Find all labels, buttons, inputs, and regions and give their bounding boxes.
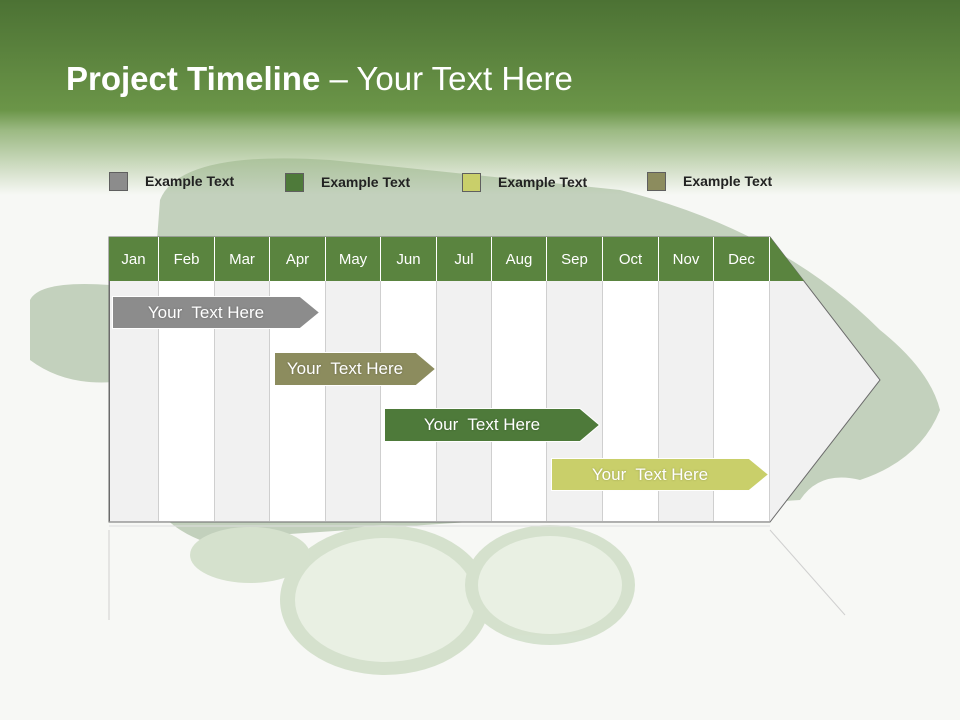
legend-item-1: Example Text [109, 170, 234, 192]
legend-label-4: Example Text [683, 173, 773, 189]
legend-label-1: Example Text [145, 173, 235, 189]
page-title: Project Timeline – Your Text Here [66, 60, 573, 98]
month-header-apr: Apr [270, 237, 326, 281]
month-header-dec: Dec [714, 237, 770, 281]
task-label-3: Your Text Here [423, 415, 541, 434]
task-arrow-4: Your Text Here [551, 458, 769, 491]
legend-swatch-2 [285, 172, 304, 192]
legend: Example Text Example Text Example Text E… [0, 170, 960, 194]
month-column-jun [381, 281, 437, 521]
legend-swatch-1 [109, 171, 128, 191]
header-band [0, 0, 960, 200]
legend-item-3: Example Text [462, 171, 587, 193]
task-label-2: Your Text Here [286, 359, 404, 378]
task-arrow-3: Your Text Here [384, 408, 600, 442]
month-header-nov: Nov [659, 237, 714, 281]
task-label-1: Your Text Here [147, 302, 265, 322]
month-header-feb: Feb [159, 237, 215, 281]
month-header-aug: Aug [492, 237, 547, 281]
month-header-oct: Oct [603, 237, 659, 281]
task-arrow-1: Your Text Here [112, 296, 320, 329]
task-label-4: Your Text Here [591, 464, 709, 484]
legend-item-4: Example Text [647, 170, 772, 192]
legend-swatch-4 [647, 171, 666, 191]
month-header-jun: Jun [381, 237, 437, 281]
legend-label-2: Example Text [321, 174, 411, 190]
month-column-aug [492, 281, 547, 521]
month-column-may [326, 281, 381, 521]
legend-label-3: Example Text [498, 174, 588, 190]
month-header-mar: Mar [215, 237, 270, 281]
task-arrow-2: Your Text Here [274, 352, 436, 386]
legend-swatch-3 [462, 172, 481, 192]
title-rest: – Your Text Here [320, 60, 573, 97]
month-header-jan: Jan [109, 237, 159, 281]
month-column-jul [437, 281, 492, 521]
month-header-sep: Sep [547, 237, 603, 281]
title-bold: Project Timeline [66, 60, 321, 97]
month-header-jul: Jul [437, 237, 492, 281]
legend-item-2: Example Text [285, 171, 410, 193]
month-header-may: May [326, 237, 381, 281]
